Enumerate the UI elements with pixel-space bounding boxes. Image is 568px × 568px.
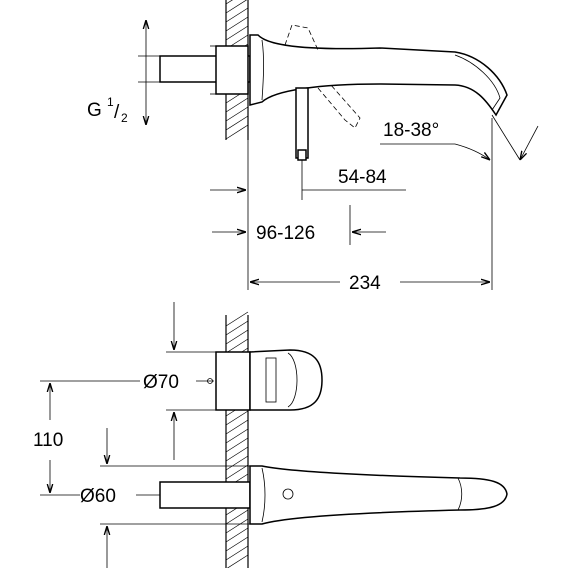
wall-hatching-bottom <box>225 311 249 568</box>
spout-aerator <box>454 54 501 111</box>
thread-label-slash: / <box>114 102 120 123</box>
total-dim-label: 234 <box>349 273 381 294</box>
hatch-line <box>225 536 249 552</box>
hatch-line <box>225 410 249 426</box>
hatch-line <box>225 311 249 327</box>
hatch-line <box>225 7 249 23</box>
rosette-top <box>215 351 251 411</box>
lever-dim-label: 54-84 <box>338 167 387 188</box>
hatch-line <box>225 338 249 354</box>
mounting-box <box>215 45 249 95</box>
hatch-line <box>225 97 249 113</box>
thread-label-sup: 1 <box>107 95 114 109</box>
lever-cap <box>297 149 307 161</box>
hatch-line <box>225 455 249 471</box>
hatch-line <box>225 329 249 345</box>
dia70-label: Ø70 <box>143 372 179 393</box>
angle-arrow-line <box>520 125 539 160</box>
hatch-line <box>225 545 249 561</box>
angle-label: 18-38° <box>383 120 439 141</box>
lever-alt-position-top <box>284 24 319 51</box>
top-view: Ø70 110 Ø60 <box>33 302 508 568</box>
thread-label-sub: 2 <box>121 111 128 125</box>
hatch-line <box>225 428 249 444</box>
hatch-line <box>225 509 249 525</box>
spout-top-view <box>249 465 508 525</box>
thread-label-main: G <box>87 100 102 121</box>
height-dim-label: 110 <box>33 430 63 451</box>
dia60-label: Ø60 <box>80 486 116 507</box>
brand-logo-mark <box>282 488 294 500</box>
inlet-pipe-top <box>159 481 251 509</box>
spout-inner-line <box>261 39 264 101</box>
hatch-line <box>225 106 249 122</box>
hatch-line <box>225 0 248 14</box>
hatch-line <box>225 16 249 32</box>
hatch-line <box>225 320 249 336</box>
hatch-line <box>225 518 249 534</box>
hatch-line <box>225 527 249 543</box>
hatch-line <box>226 554 249 568</box>
spout-side <box>249 34 508 117</box>
lever-top-detail <box>265 357 277 403</box>
lever-top-view <box>249 349 323 411</box>
lever-stem <box>295 87 309 159</box>
hatch-line <box>225 464 249 480</box>
spout-top-tip <box>457 477 463 511</box>
lever-top-inner <box>287 352 298 408</box>
hatch-line <box>225 115 249 131</box>
angle-arc <box>454 143 490 160</box>
hatch-line <box>225 0 233 5</box>
lever-alt-position-bottom <box>317 83 361 129</box>
hatch-line <box>225 437 249 453</box>
hatch-line <box>225 124 249 140</box>
spout-top-inner <box>261 467 266 523</box>
depth-dim-label: 96-126 <box>256 223 315 244</box>
hatch-line <box>225 419 249 435</box>
side-view: G 1 / 2 18-38° 54-84 96-126 234 <box>87 0 539 294</box>
angle-ref-line <box>491 114 521 161</box>
hatch-line <box>225 25 249 41</box>
hatch-line <box>225 446 249 462</box>
